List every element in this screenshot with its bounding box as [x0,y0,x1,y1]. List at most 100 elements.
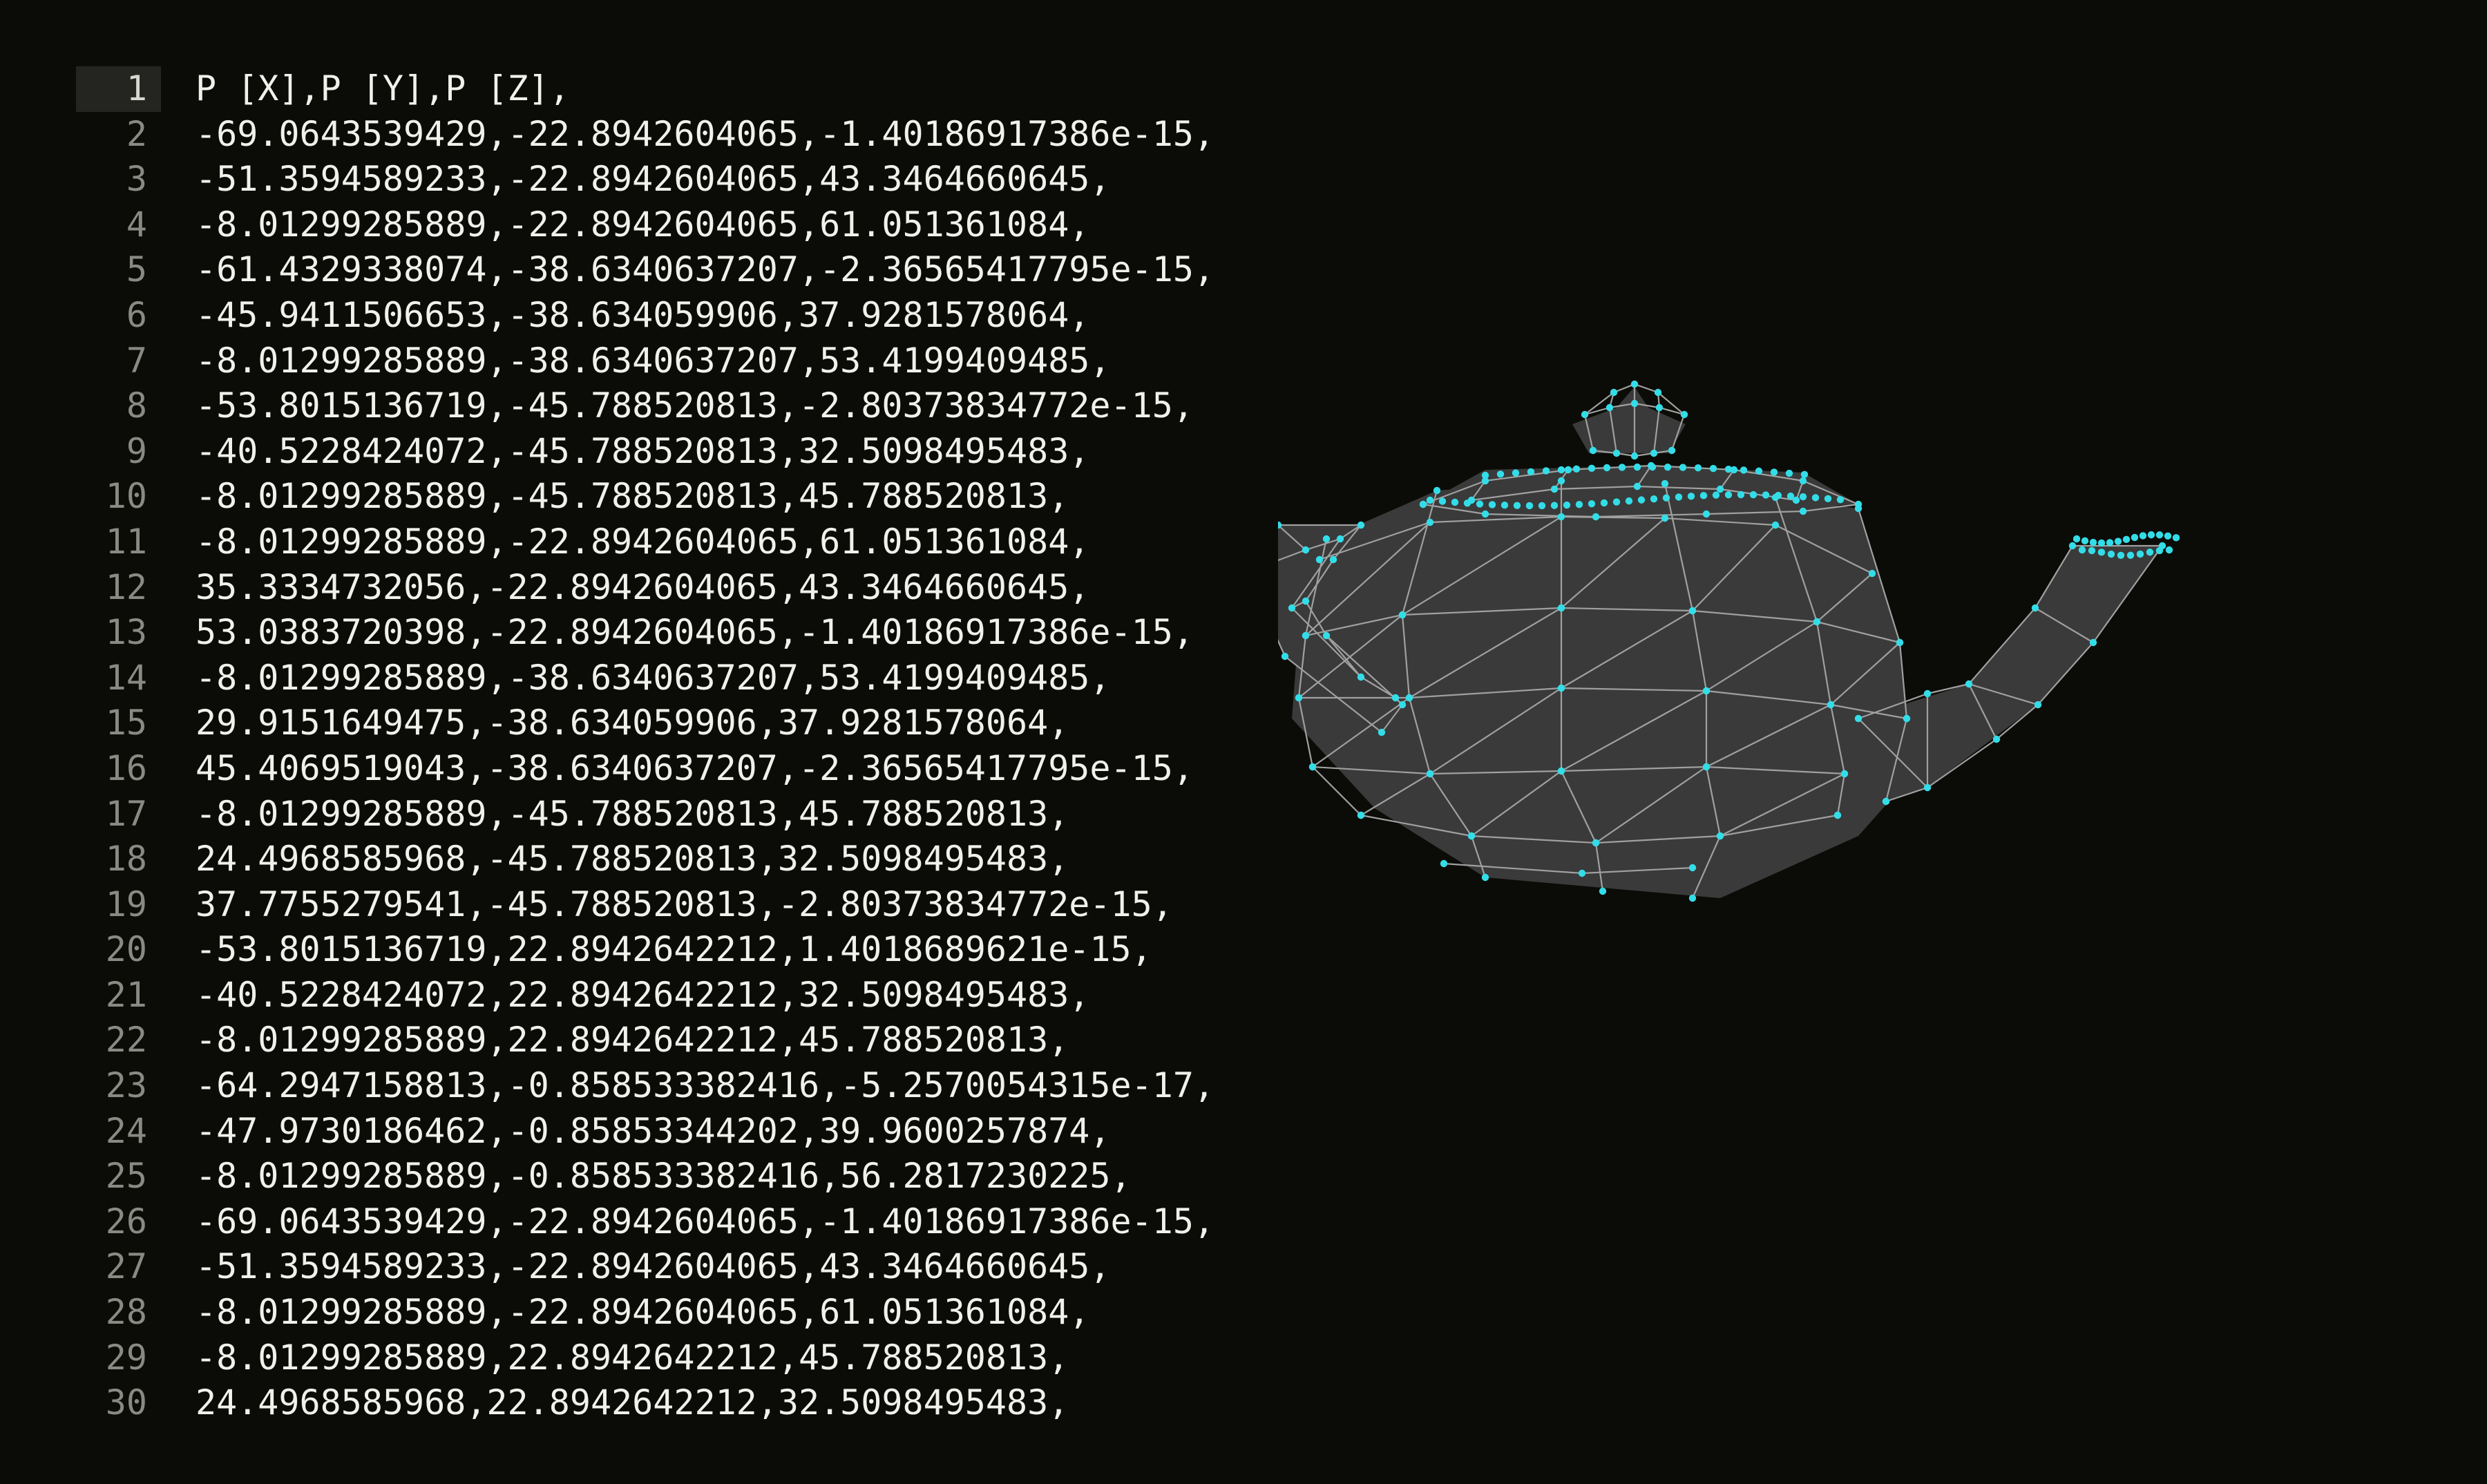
line-text[interactable]: -61.4329338074,-38.6340637207,-2.3656541… [196,249,1215,290]
editor-line[interactable]: 1 P [X],P [Y],P [Z], [0,66,1244,112]
editor-line[interactable]: 27 -51.3594589233,-22.8942604065,43.3464… [0,1244,1244,1290]
editor-line[interactable]: 26 -69.0643539429,-22.8942604065,-1.4018… [0,1199,1244,1245]
line-text[interactable]: 24.4968585968,22.8942642212,32.509849548… [196,1382,1069,1423]
line-text[interactable]: -69.0643539429,-22.8942604065,-1.4018691… [196,113,1215,154]
line-text[interactable]: -8.01299285889,-45.788520813,45.78852081… [196,476,1069,517]
line-number: 27 [105,1246,147,1287]
vertex-point [1840,770,1849,778]
vertex-point [2147,531,2155,539]
vertex-point [2097,539,2106,547]
teapot-wireframe[interactable] [1278,373,2411,1105]
line-text[interactable]: -8.01299285889,-22.8942604065,61.0513610… [196,204,1090,245]
line-text[interactable]: -51.3594589233,-22.8942604065,43.3464660… [196,159,1111,200]
line-text[interactable]: -53.8015136719,-45.788520813,-2.80373834… [196,386,1194,426]
line-text[interactable]: -8.01299285889,-45.788520813,45.78852081… [196,793,1069,834]
vertex-point [1322,535,1331,543]
editor-line[interactable]: 30 24.4968585968,22.8942642212,32.509849… [0,1380,1244,1426]
line-text[interactable]: -64.2947158813,-0.858533382416,-5.257005… [196,1065,1215,1106]
editor-line[interactable]: 14 -8.01299285889,-38.6340637207,53.4199… [0,656,1244,701]
editor-line[interactable]: 19 37.7755279541,-45.788520813,-2.803738… [0,882,1244,928]
editor-line[interactable]: 17 -8.01299285889,-45.788520813,45.78852… [0,792,1244,837]
line-text[interactable]: 35.3334732056,-22.8942604065,43.34646606… [196,567,1090,607]
line-number: 30 [105,1382,147,1423]
line-text[interactable]: -47.9730186462,-0.85853344202,39.9600257… [196,1110,1111,1151]
editor-line[interactable]: 22 -8.01299285889,22.8942642212,45.78852… [0,1018,1244,1063]
wire-edge [1471,488,1555,502]
vertex-point [1481,873,1489,882]
3d-viewport[interactable] [1278,373,2411,1105]
vertex-point [1592,513,1600,521]
editor-line[interactable]: 2 -69.0643539429,-22.8942604065,-1.40186… [0,112,1244,158]
vertex-point [1308,763,1317,771]
wire-edge [1485,513,1597,518]
vertex-point [2155,546,2164,555]
editor-line[interactable]: 20 -53.8015136719,22.8942642212,1.401868… [0,927,1244,973]
line-text[interactable]: -53.8015136719,22.8942642212,1.401868962… [196,929,1152,970]
line-text[interactable]: P [X],P [Y],P [Z], [196,68,570,108]
editor-line[interactable]: 6 -45.9411506653,-38.634059906,37.928157… [0,293,1244,339]
line-number: 29 [105,1337,147,1378]
line-text[interactable]: -40.5228424072,22.8942642212,32.50984954… [196,974,1090,1015]
wire-edge [1664,517,1776,526]
line-text[interactable]: 29.9151649475,-38.634059906,37.928157806… [196,703,1069,743]
wire-edge [1692,524,1776,611]
wire-edge [1470,835,1487,878]
editor-line[interactable]: 15 29.9151649475,-38.634059906,37.928157… [0,701,1244,746]
vertex-point [1633,482,1641,491]
vertex-point [1702,687,1711,695]
line-text[interactable]: -8.01299285889,-38.6340637207,53.4199409… [196,340,1111,381]
vertex-point [1575,501,1583,508]
line-text[interactable]: -45.9411506653,-38.634059906,37.92815780… [196,294,1090,335]
line-text[interactable]: -8.01299285889,22.8942642212,45.78852081… [196,1337,1069,1378]
line-text[interactable]: 53.0383720398,-22.8942604065,-1.40186917… [196,612,1194,653]
line-text[interactable]: 45.4069519043,-38.6340637207,-2.36565417… [196,748,1194,788]
wire-edge [1706,689,1831,706]
editor-line[interactable]: 4 -8.01299285889,-22.8942604065,61.05136… [0,202,1244,248]
editor-line[interactable]: 10 -8.01299285889,-45.788520813,45.78852… [0,474,1244,520]
line-text[interactable]: -8.01299285889,-22.8942604065,61.0513610… [196,521,1090,562]
line-text[interactable]: -8.01299285889,-22.8942604065,61.0513610… [196,1292,1090,1333]
editor-line[interactable]: 5 -61.4329338074,-38.6340637207,-2.36565… [0,247,1244,293]
vertex-point [1600,499,1608,507]
line-text[interactable]: -8.01299285889,-38.6340637207,53.4199409… [196,657,1111,698]
line-text[interactable]: 24.4968585968,-45.788520813,32.509849548… [196,839,1069,879]
teapot-faces [1278,387,2162,898]
wire-edge [2037,642,2094,705]
editor-line[interactable]: 7 -8.01299285889,-38.6340637207,53.41994… [0,339,1244,384]
line-text[interactable]: -8.01299285889,22.8942642212,45.78852081… [196,1020,1069,1060]
vertex-point [2131,533,2139,542]
editor-line[interactable]: 16 45.4069519043,-38.6340637207,-2.36565… [0,746,1244,792]
editor-line[interactable]: 13 53.0383720398,-22.8942604065,-1.40186… [0,610,1244,656]
editor-line[interactable]: 28 -8.01299285889,-22.8942604065,61.0513… [0,1290,1244,1335]
wire-edge [1719,814,1838,837]
editor-line[interactable]: 29 -8.01299285889,22.8942642212,45.78852… [0,1335,1244,1381]
editor-line[interactable]: 9 -40.5228424072,-45.788520813,32.509849… [0,429,1244,475]
line-text[interactable]: -8.01299285889,-0.858533382416,56.281723… [196,1156,1132,1197]
wire-edge [1326,635,1403,705]
code-editor[interactable]: 1 P [X],P [Y],P [Z], 2 -69.0643539429,-2… [0,66,1244,1426]
line-text[interactable]: -40.5228424072,-45.788520813,32.50984954… [196,430,1090,471]
editor-line[interactable]: 11 -8.01299285889,-22.8942604065,61.0513… [0,520,1244,565]
vertex-point [1749,491,1757,499]
vertex-point [1481,477,1489,485]
wire-edge [1706,704,1831,768]
editor-line[interactable]: 18 24.4968585968,-45.788520813,32.509849… [0,837,1244,882]
editor-line[interactable]: 12 35.3334732056,-22.8942604065,43.34646… [0,565,1244,611]
vertex-point [1302,546,1310,554]
line-text[interactable]: 37.7755279541,-45.788520813,-2.803738347… [196,884,1173,924]
editor-line[interactable]: 23 -64.2947158813,-0.858533382416,-5.257… [0,1063,1244,1109]
editor-line[interactable]: 21 -40.5228424072,22.8942642212,32.50984… [0,973,1244,1018]
wire-edge [1830,703,1907,720]
line-text[interactable]: -69.0643539429,-22.8942604065,-1.4018691… [196,1201,1215,1242]
vertex-point [1688,864,1697,872]
vertex-point [1438,497,1447,505]
editor-line[interactable]: 25 -8.01299285889,-0.858533382416,56.281… [0,1154,1244,1199]
line-text[interactable]: -51.3594589233,-22.8942604065,43.3464660… [196,1246,1111,1287]
wire-edge [1692,609,1818,623]
editor-line[interactable]: 8 -53.8015136719,-45.788520813,-2.803738… [0,383,1244,429]
wire-edge [1429,773,1472,837]
editor-line[interactable]: 3 -51.3594589233,-22.8942604065,43.34646… [0,157,1244,202]
vertex-point [1572,465,1581,473]
wire-edge [1927,739,1997,788]
editor-line[interactable]: 24 -47.9730186462,-0.85853344202,39.9600… [0,1109,1244,1154]
